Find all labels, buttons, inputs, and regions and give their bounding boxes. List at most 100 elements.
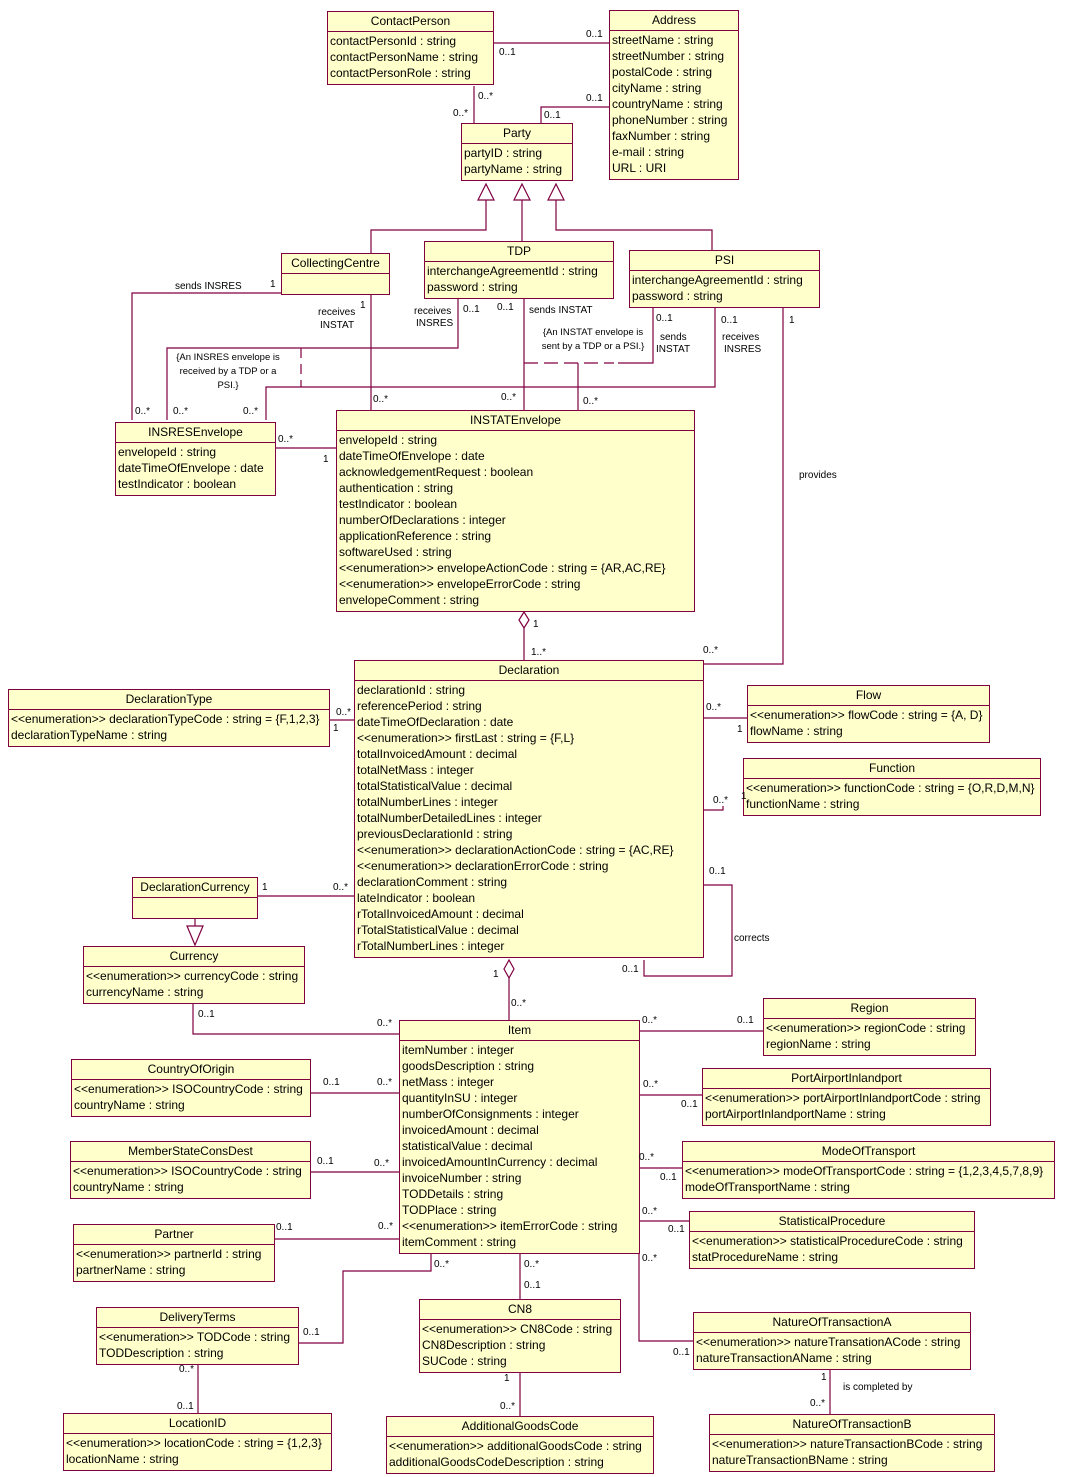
class-natureoftransactionb[interactable]: NatureOfTransactionB <<enumeration>> nat…: [709, 1414, 995, 1472]
class-attribute: previousDeclarationId : string: [357, 827, 513, 841]
class-flow[interactable]: Flow <<enumeration>> flowCode : string =…: [747, 685, 990, 743]
class-attribute: <<enumeration>> flowCode : string = {A, …: [750, 708, 983, 722]
class-attribute: e-mail : string: [612, 145, 685, 159]
class-modeoftransport[interactable]: ModeOfTransport <<enumeration>> modeOfTr…: [682, 1141, 1055, 1199]
role-label: INSTAT: [656, 344, 691, 355]
class-attribute: modeOfTransportName : string: [685, 1180, 850, 1194]
multiplicity-label: 0..*: [706, 702, 722, 713]
constraint-note-instat: {An INSTAT envelope is sent by a TDP or …: [538, 326, 648, 354]
class-attribute: <<enumeration>> modeOfTransportCode : st…: [685, 1164, 1044, 1178]
role-label: INSRES: [724, 344, 762, 355]
multiplicity-label: 0..1: [544, 110, 561, 121]
class-countryoforigin[interactable]: CountryOfOrigin <<enumeration>> ISOCount…: [71, 1059, 311, 1117]
class-name: CN8: [420, 1300, 620, 1320]
class-currency[interactable]: Currency <<enumeration>> currencyCode : …: [83, 946, 305, 1004]
multiplicity-label: 0..1: [668, 1224, 685, 1235]
class-attribute: streetName : string: [612, 33, 714, 47]
role-label: provides: [799, 470, 837, 481]
class-name: DeliveryTerms: [97, 1308, 298, 1328]
class-attribute: currencyName : string: [86, 985, 204, 999]
multiplicity-label: 0..1: [673, 1347, 690, 1358]
class-attribute: interchangeAgreementId : string: [427, 264, 598, 278]
aggregation-diamond-icon: [518, 610, 530, 630]
multiplicity-label: 0..1: [709, 866, 726, 877]
multiplicity-label: 1: [333, 723, 339, 734]
multiplicity-label: 0..*: [378, 1221, 394, 1232]
class-attribute: portAirportInlandportName : string: [705, 1107, 886, 1121]
multiplicity-label: 0..*: [478, 91, 494, 102]
class-attribute: <<enumeration>> additionalGoodsCode : st…: [389, 1439, 642, 1453]
multiplicity-label: 0..*: [374, 1158, 390, 1169]
class-attribute: rTotalStatisticalValue : decimal: [357, 923, 519, 937]
multiplicity-label: 0..*: [639, 1152, 655, 1163]
class-attribute: netMass : integer: [402, 1075, 495, 1089]
class-attribute: invoicedAmountInCurrency : decimal: [402, 1155, 598, 1169]
class-attribute: <<enumeration>> declarationErrorCode : s…: [357, 859, 609, 873]
class-deliveryterms[interactable]: DeliveryTerms <<enumeration>> TODCode : …: [96, 1307, 299, 1365]
multiplicity-label: 0..1: [303, 1327, 320, 1338]
class-declarationtype[interactable]: DeclarationType <<enumeration>> declarat…: [8, 689, 330, 747]
class-attribute: lateIndicator : boolean: [357, 891, 476, 905]
class-attribute: rTotalNumberLines : integer: [357, 939, 505, 953]
class-locationid[interactable]: LocationID <<enumeration>> locationCode …: [63, 1413, 332, 1471]
multiplicity-label: 0..1: [586, 29, 603, 40]
multiplicity-label: 0..1: [499, 47, 516, 58]
multiplicity-label: 0..1: [323, 1077, 340, 1088]
generalization-arrow-icon: [477, 182, 495, 201]
class-collectingcentre[interactable]: CollectingCentre: [281, 253, 390, 295]
multiplicity-label: 0..*: [642, 1253, 658, 1264]
empty-attribute-compartment: [135, 899, 255, 915]
role-label: receives: [414, 306, 452, 317]
class-attribute: cityName : string: [612, 81, 702, 95]
class-attribute: countryName : string: [612, 97, 723, 111]
multiplicity-label: 0..1: [463, 304, 480, 315]
aggregation-diamond-icon: [503, 958, 515, 980]
constraint-note-insres: {An INSRES envelope is received by a TDP…: [168, 351, 288, 393]
class-attribute: <<enumeration>> regionCode : string: [766, 1021, 966, 1035]
class-name: CollectingCentre: [282, 254, 389, 274]
class-attribute: totalInvoicedAmount : decimal: [357, 747, 518, 761]
class-attribute: numberOfDeclarations : integer: [339, 513, 506, 527]
class-name: LocationID: [64, 1414, 331, 1434]
class-name: DeclarationCurrency: [133, 878, 257, 898]
multiplicity-label: 1: [533, 619, 539, 630]
class-name: PSI: [630, 251, 819, 271]
class-portairportinlandport[interactable]: PortAirportInlandport <<enumeration>> po…: [702, 1068, 991, 1126]
multiplicity-label: 1: [493, 969, 499, 980]
class-attribute: itemComment : string: [402, 1235, 517, 1249]
multiplicity-label: 1: [789, 315, 795, 326]
multiplicity-label: 0..*: [713, 795, 729, 806]
class-attribute: totalNumberLines : integer: [357, 795, 498, 809]
class-memberstateconsdest[interactable]: MemberStateConsDest <<enumeration>> ISOC…: [70, 1141, 311, 1199]
class-attribute: <<enumeration>> partnerId : string: [76, 1247, 262, 1261]
class-attribute: <<enumeration>> declarationTypeCode : st…: [11, 712, 320, 726]
role-label: sends: [660, 332, 687, 343]
class-statisticalprocedure[interactable]: StatisticalProcedure <<enumeration>> sta…: [689, 1211, 975, 1269]
role-label: receives: [722, 332, 760, 343]
class-name: Currency: [84, 947, 304, 967]
class-attribute: totalNumberDetailedLines : integer: [357, 811, 542, 825]
class-attribute: statisticalValue : decimal: [402, 1139, 533, 1153]
class-region[interactable]: Region <<enumeration>> regionCode : stri…: [763, 998, 976, 1056]
class-declarationcurrency[interactable]: DeclarationCurrency: [132, 877, 258, 919]
class-attribute: envelopeId : string: [339, 433, 438, 447]
multiplicity-label: 0..*: [243, 406, 259, 417]
class-attribute: countryName : string: [73, 1180, 184, 1194]
class-function[interactable]: Function <<enumeration>> functionCode : …: [743, 758, 1041, 816]
class-attribute: referencePeriod : string: [357, 699, 482, 713]
class-attribute: URL : URI: [612, 161, 667, 175]
class-partner[interactable]: Partner <<enumeration>> partnerId : stri…: [73, 1224, 275, 1282]
multiplicity-label: 0..*: [501, 392, 517, 403]
class-additionalgoodscode[interactable]: AdditionalGoodsCode <<enumeration>> addi…: [386, 1416, 654, 1474]
class-natureoftransactiona[interactable]: NatureOfTransactionA <<enumeration>> nat…: [693, 1312, 971, 1370]
